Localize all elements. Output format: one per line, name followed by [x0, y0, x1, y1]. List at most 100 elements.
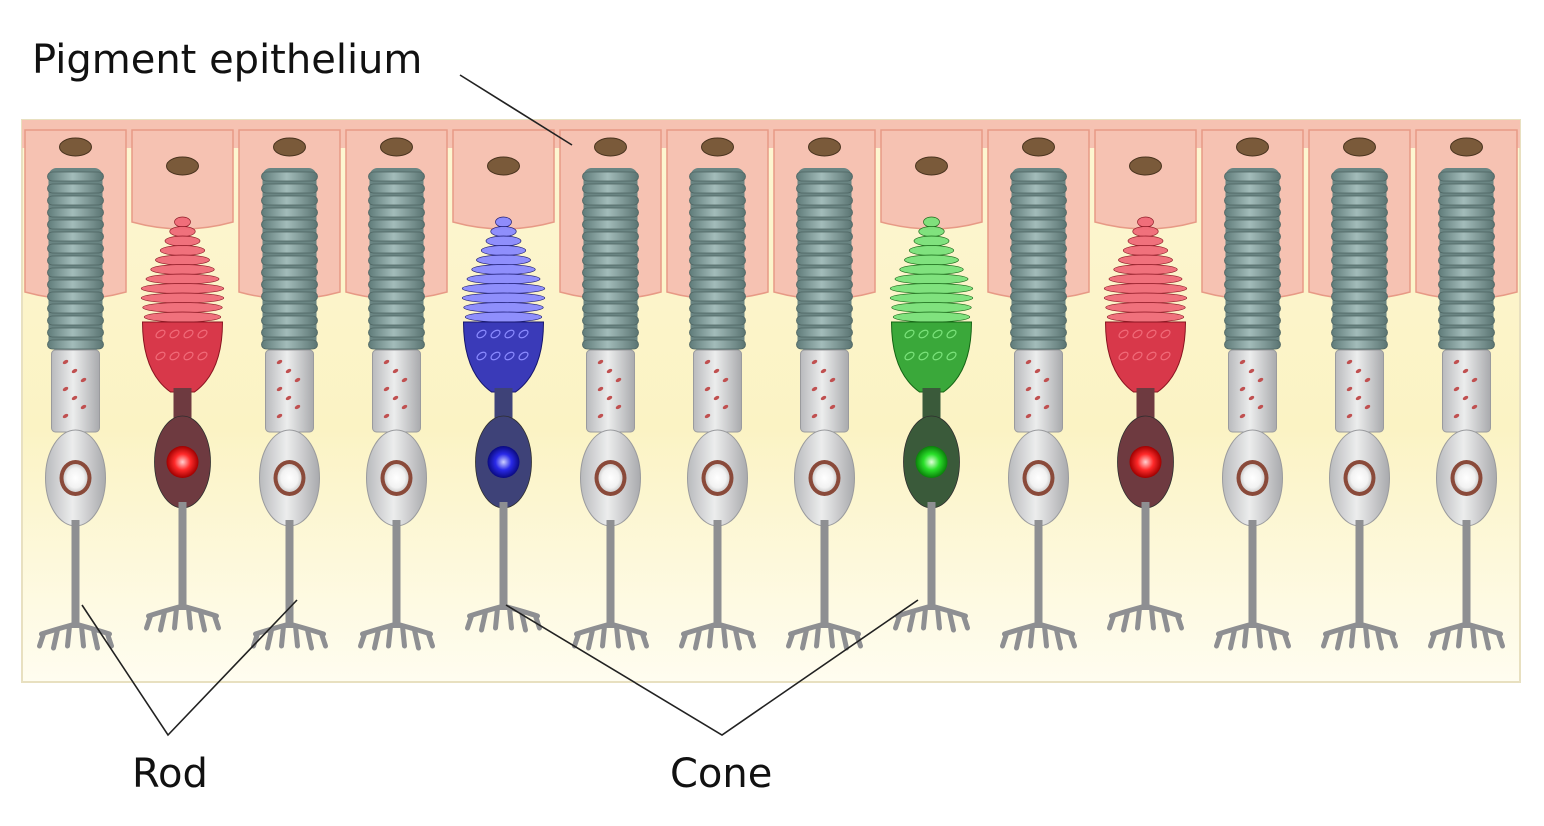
mitochondrion [904, 351, 915, 361]
mitochondrion [490, 329, 501, 339]
mitochondrion [1453, 413, 1460, 419]
mitochondrion [401, 377, 408, 383]
mitochondrion [476, 351, 487, 361]
rod-nucleus [1026, 464, 1051, 492]
mitochondrion [401, 404, 408, 410]
cone-inner-segment [1104, 321, 1187, 393]
rod-disc [368, 255, 425, 266]
dendrite [1375, 627, 1384, 651]
rod-disc [47, 291, 104, 302]
mitochondrion [918, 351, 929, 361]
rod-disc [1331, 231, 1388, 242]
dendrite [293, 623, 300, 649]
rod-nucleus [63, 464, 88, 492]
dendrite [1268, 627, 1277, 651]
rod-disc [1224, 291, 1281, 302]
cone-disc [1106, 311, 1185, 323]
rod-disc [1224, 279, 1281, 290]
rod-disc [582, 339, 639, 350]
mitochondrion [1453, 386, 1460, 392]
cone-disc [1103, 283, 1188, 294]
epithelium-cell [452, 129, 555, 230]
rod-disc [796, 243, 853, 254]
rod-disc [1224, 171, 1281, 182]
rod-disc [1438, 243, 1495, 254]
dendrite [1068, 631, 1077, 649]
rod-disc [1331, 315, 1388, 326]
cone-disc [159, 245, 206, 256]
axon [178, 502, 187, 610]
dendrite [1121, 609, 1130, 633]
mitochondrion [80, 404, 87, 410]
rod-disc [582, 267, 639, 278]
rod-disc [47, 219, 104, 230]
dendrite [465, 613, 474, 631]
axon [1355, 520, 1364, 628]
rod-disc [47, 303, 104, 314]
rod-disc [368, 183, 425, 194]
dendrite [1214, 631, 1223, 649]
rod-cell [1000, 168, 1077, 651]
cone-disc [894, 273, 969, 285]
mitochondrion [1025, 413, 1032, 419]
cone-disc [1137, 216, 1154, 228]
dendrite [105, 631, 114, 649]
dendrite [358, 631, 367, 649]
rod-disc [689, 303, 746, 314]
rod-disc [261, 303, 318, 314]
rod-disc [1224, 219, 1281, 230]
rod-disc [1224, 207, 1281, 218]
mitochondrion [932, 329, 943, 339]
mitochondrion [1462, 368, 1469, 374]
mitochondrion [722, 377, 729, 383]
rod-cell [679, 168, 756, 651]
mitochondrion [1462, 395, 1469, 401]
dendrite [1149, 605, 1156, 631]
mitochondrion [285, 368, 292, 374]
dendrite [679, 631, 688, 649]
rod-disc [1438, 207, 1495, 218]
rod-nucleus [1240, 464, 1265, 492]
rod-disc [1224, 243, 1281, 254]
rod-disc [47, 231, 104, 242]
cone-disc [480, 245, 527, 256]
rod-disc [368, 327, 425, 338]
mitochondrion [820, 395, 827, 401]
rod-disc [368, 291, 425, 302]
dendrite [37, 631, 46, 649]
dendrite [507, 605, 514, 631]
mitochondrion [490, 351, 501, 361]
mitochondrion [1248, 395, 1255, 401]
rod-disc [47, 171, 104, 182]
mitochondrion [1453, 359, 1460, 365]
rod-disc [261, 255, 318, 266]
mitochondrion [155, 329, 166, 339]
mitochondrion [704, 359, 711, 365]
pigment-granule [487, 156, 520, 176]
dendrite [707, 623, 714, 649]
dendrite [1482, 627, 1491, 651]
cone-nucleus [487, 446, 520, 478]
dendrite [172, 605, 179, 631]
mitochondrion [932, 351, 943, 361]
cone-nucleus [915, 446, 948, 478]
mitochondrion [1346, 413, 1353, 419]
dendrite [1363, 623, 1370, 649]
dendrite [144, 613, 153, 631]
dendrite [1442, 627, 1451, 651]
rod-disc [1224, 183, 1281, 194]
rod-disc [796, 279, 853, 290]
dendrite [51, 627, 60, 651]
dendrite [1335, 627, 1344, 651]
axon [820, 520, 829, 628]
rod-cell [572, 168, 649, 651]
cone-nucleus [1129, 446, 1162, 478]
pigment-granule [594, 137, 627, 157]
rod-nucleus [705, 464, 730, 492]
rod-disc [796, 291, 853, 302]
dendrite [693, 627, 702, 651]
dendrite [840, 627, 849, 651]
rod-disc [368, 171, 425, 182]
rod-cell [786, 168, 863, 651]
